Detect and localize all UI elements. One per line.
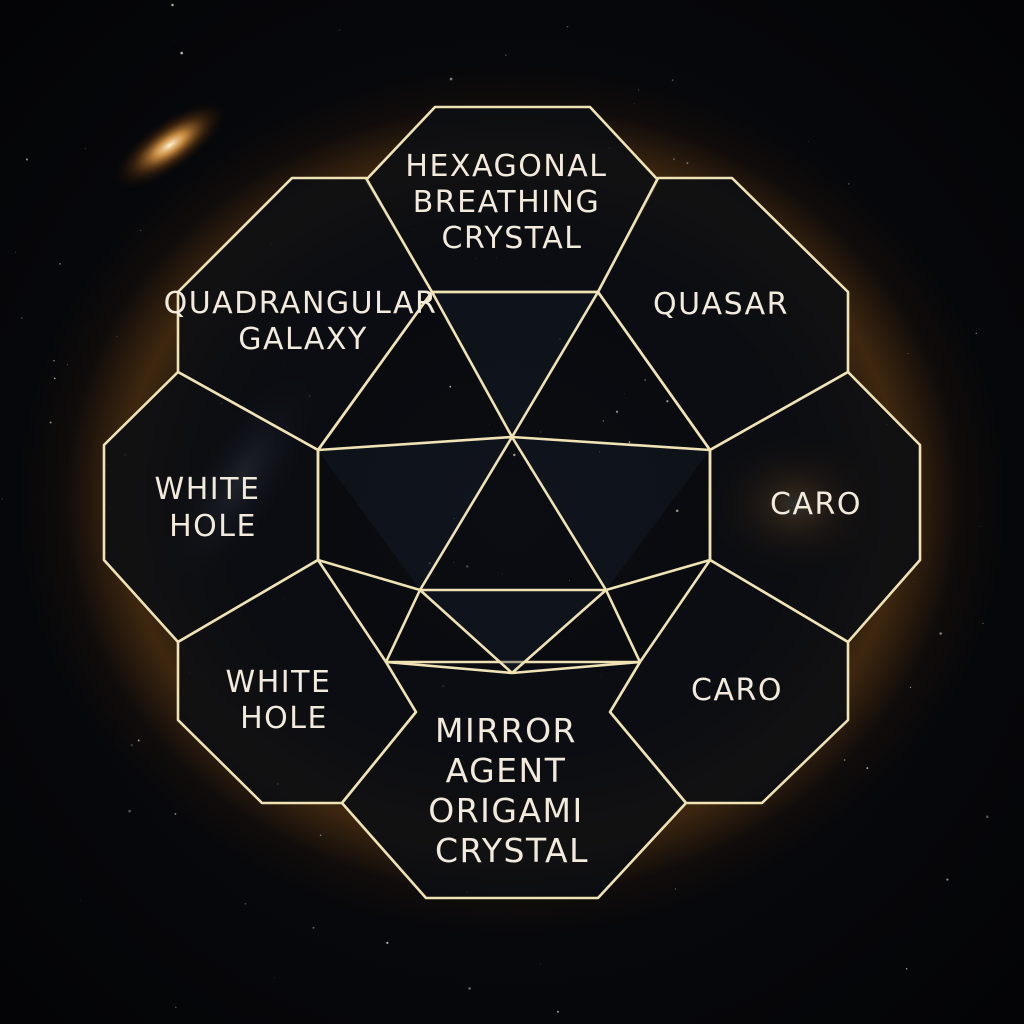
- star: [84, 148, 86, 150]
- star: [171, 3, 174, 7]
- star: [848, 183, 850, 185]
- star: [671, 79, 674, 81]
- star: [453, 518, 455, 519]
- star: [319, 834, 322, 837]
- cell-bottom-outline: [340, 660, 688, 900]
- star: [566, 25, 569, 28]
- star: [686, 162, 689, 165]
- star: [513, 453, 516, 457]
- star: [53, 360, 55, 362]
- cell-left-label: WHITE HOLE: [155, 472, 272, 544]
- star: [116, 336, 118, 338]
- star: [637, 89, 640, 91]
- star: [66, 364, 68, 366]
- star: [175, 1006, 177, 1009]
- star: [946, 878, 949, 881]
- cell-lower-left-label: WHITE HOLE: [226, 665, 343, 736]
- star: [540, 431, 542, 433]
- star: [80, 900, 82, 902]
- star: [569, 580, 571, 581]
- star: [244, 902, 247, 905]
- star: [53, 377, 56, 380]
- star: [939, 632, 942, 635]
- star: [273, 977, 275, 978]
- star: [557, 1010, 559, 1013]
- star: [25, 158, 28, 161]
- star: [1, 498, 3, 500]
- star: [907, 352, 909, 354]
- star: [559, 338, 561, 340]
- star: [173, 39, 175, 41]
- star: [905, 968, 908, 970]
- star: [624, 393, 625, 395]
- star: [139, 229, 142, 232]
- cell-bottom-label: MIRROR AGENT ORIGAMI CRYSTAL: [428, 711, 596, 870]
- star: [644, 379, 646, 381]
- star: [599, 451, 600, 453]
- star: [468, 987, 471, 990]
- star: [540, 963, 541, 965]
- star: [15, 251, 17, 253]
- star: [130, 743, 134, 747]
- star: [449, 77, 453, 81]
- star: [675, 509, 679, 513]
- star: [672, 158, 676, 161]
- star: [980, 526, 982, 528]
- star: [843, 759, 846, 761]
- star: [602, 420, 604, 422]
- star: [982, 622, 984, 625]
- star: [633, 103, 635, 104]
- central-crystal: [316, 290, 712, 675]
- star: [674, 888, 677, 890]
- galaxy-top-left: [110, 99, 230, 191]
- star: [628, 441, 631, 443]
- star: [137, 739, 140, 742]
- star: [386, 941, 389, 945]
- star: [428, 562, 431, 565]
- star: [985, 815, 989, 819]
- star: [615, 410, 619, 413]
- star: [909, 686, 912, 689]
- star: [466, 565, 469, 568]
- cell-lower-right-label: CARO: [691, 673, 783, 708]
- star: [505, 54, 507, 56]
- cell-right-label: CARO: [770, 487, 862, 522]
- star: [501, 573, 503, 575]
- star: [489, 424, 490, 426]
- star: [666, 400, 669, 403]
- star: [312, 926, 315, 929]
- star: [338, 29, 340, 31]
- star: [59, 263, 61, 265]
- star: [180, 51, 184, 55]
- star: [128, 809, 131, 813]
- star: [453, 562, 455, 563]
- star: [913, 581, 915, 583]
- cell-upper-left-label: QUADRANGULAR GALAXY: [164, 286, 449, 357]
- star: [49, 421, 52, 424]
- star: [174, 812, 177, 815]
- star: [807, 140, 809, 142]
- star: [449, 385, 452, 388]
- cell-top-label: HEXAGONAL BREATHING CRYSTAL: [405, 149, 618, 256]
- star: [866, 767, 869, 770]
- star: [20, 317, 23, 319]
- cell-upper-right-label: QUASAR: [653, 287, 789, 322]
- star: [975, 332, 978, 335]
